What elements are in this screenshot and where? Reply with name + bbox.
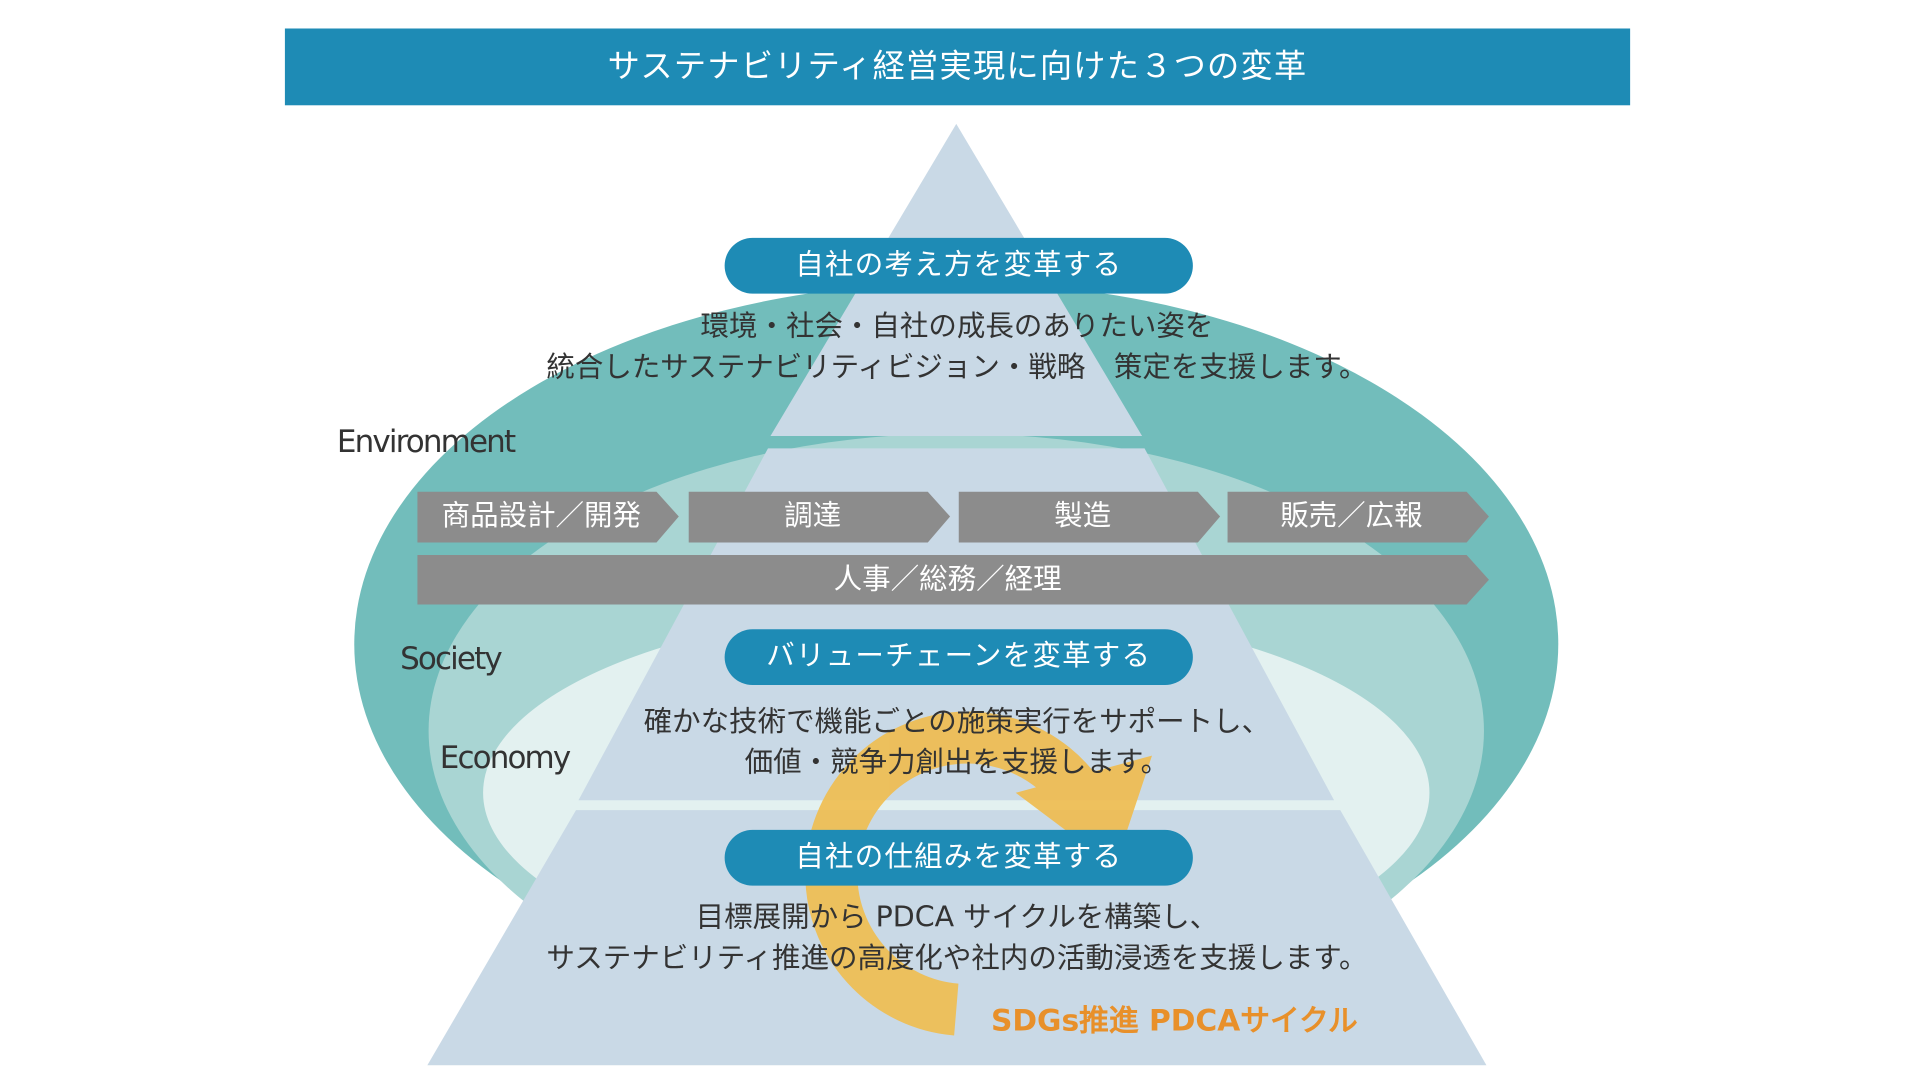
arrow-shape — [1227, 491, 1489, 543]
text-line: 確かな技術で機能ごとの施策実行をサポートし、 — [643, 706, 1271, 739]
text-line: 環境・社会・自社の成長のありたい姿を — [700, 310, 1214, 344]
economy-label: Economy — [439, 739, 571, 776]
pdca-cycle-label: SDGs推進 PDCAサイクル — [990, 1003, 1358, 1039]
tier-value-chain-text: 確かな技術で機能ごとの施策実行をサポートし、 価値・競争力創出を支援します。 — [372, 702, 1543, 784]
pyramid-bottom — [427, 810, 1487, 1066]
text-line: 統合したサステナビリティビジョン・戦略 策定を支援します。 — [546, 351, 1368, 384]
society-label: Society — [400, 640, 503, 677]
value-chain-step: 調達 — [784, 500, 842, 533]
environment-label: Environment — [336, 423, 516, 460]
arrow-shape — [417, 491, 679, 543]
value-chain-step: 商品設計／開発 — [441, 500, 642, 533]
tier-systems-label: 自社の仕組みを変革する — [724, 829, 1193, 886]
arrow-shape — [958, 491, 1221, 543]
text-line: 価値・競争力創出を支援します。 — [744, 746, 1170, 780]
arrow-shape — [417, 554, 1489, 605]
text-line: サステナビリティ推進の高度化や社内の活動浸透を支援します。 — [546, 942, 1368, 975]
arrow-shape — [688, 491, 951, 543]
support-functions-bar: 人事／総務／経理 — [833, 563, 1062, 596]
text-line: 目標展開から PDCA サイクルを構築し、 — [695, 901, 1219, 934]
page-title: サステナビリティ経営実現に向けた３つの変革 — [284, 28, 1631, 106]
value-chain-step: 製造 — [1054, 500, 1112, 533]
tier-mindset-label: 自社の考え方を変革する — [724, 237, 1193, 294]
value-chain-arrows — [417, 491, 1489, 605]
tier-mindset-text: 環境・社会・自社の成長のありたい姿を 統合したサステナビリティビジョン・戦略 策… — [372, 307, 1543, 389]
tier-value-chain-label: バリューチェーンを変革する — [724, 629, 1193, 686]
value-chain-step: 販売／広報 — [1280, 500, 1423, 533]
tier-systems-text: 目標展開から PDCA サイクルを構築し、 サステナビリティ推進の高度化や社内の… — [372, 898, 1543, 980]
